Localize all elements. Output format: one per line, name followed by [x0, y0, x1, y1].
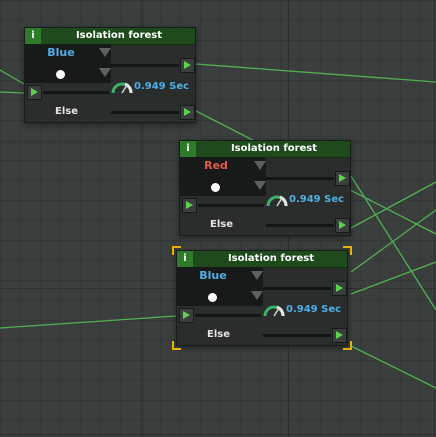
gauge-icon	[263, 305, 285, 317]
selection-corner	[343, 246, 352, 255]
else-track	[111, 111, 179, 114]
output-track	[111, 64, 179, 67]
choice-label: Red	[204, 159, 228, 172]
node-header[interactable]: i Isolation forest	[177, 251, 347, 268]
selection-corner	[172, 341, 181, 350]
isolation-forest-node-selected[interactable]: i Isolation forest Blue 0.949 Sec Else	[172, 246, 352, 350]
wire	[195, 63, 436, 83]
node-title: Isolation forest	[227, 253, 315, 264]
choice-dropdown[interactable]: Blue	[25, 44, 111, 83]
input-port-arrow-icon[interactable]	[27, 85, 42, 100]
selection-corner	[172, 246, 181, 255]
info-icon[interactable]: i	[25, 28, 41, 44]
execution-time: 0.949 Sec	[286, 304, 342, 315]
dropdown-arrow-icon[interactable]	[251, 271, 263, 280]
else-port-arrow-icon[interactable]	[180, 105, 195, 120]
wire	[0, 91, 25, 94]
node-header[interactable]: i Isolation forest	[180, 141, 350, 158]
wire	[350, 345, 436, 389]
dropdown-arrow-icon[interactable]	[254, 161, 266, 170]
else-track	[263, 334, 331, 337]
else-label: Else	[210, 219, 233, 230]
dot-icon	[208, 293, 217, 302]
dot-icon	[56, 70, 65, 79]
execution-time: 0.949 Sec	[289, 194, 345, 205]
wire	[0, 69, 25, 85]
input-port-arrow-icon[interactable]	[179, 308, 194, 323]
else-label: Else	[207, 329, 230, 340]
gauge-icon	[111, 82, 133, 94]
isolation-forest-node[interactable]: i Isolation forest Red 0.949 Sec Else	[179, 140, 351, 236]
input-track	[198, 204, 264, 207]
dropdown-arrow-icon[interactable]	[254, 181, 266, 190]
dropdown-arrow-icon[interactable]	[99, 48, 111, 57]
dropdown-arrow-icon[interactable]	[99, 68, 111, 77]
choice-label: Blue	[47, 46, 75, 59]
else-track	[266, 224, 334, 227]
else-port-arrow-icon[interactable]	[335, 218, 350, 233]
else-port-arrow-icon[interactable]	[332, 328, 347, 343]
wire	[0, 315, 177, 329]
input-track	[43, 91, 109, 94]
input-port-arrow-icon[interactable]	[182, 198, 197, 213]
wire	[350, 175, 436, 311]
gauge-icon	[266, 195, 288, 207]
choice-dropdown[interactable]: Red	[180, 157, 266, 196]
output-track	[263, 287, 331, 290]
execution-time: 0.949 Sec	[134, 81, 190, 92]
choice-label: Blue	[199, 269, 227, 282]
node-header[interactable]: i Isolation forest	[25, 28, 195, 45]
output-port-arrow-icon[interactable]	[180, 58, 195, 73]
dot-icon	[211, 183, 220, 192]
wire	[350, 261, 436, 295]
dropdown-arrow-icon[interactable]	[251, 291, 263, 300]
info-icon[interactable]: i	[177, 251, 193, 267]
else-label: Else	[55, 106, 78, 117]
info-icon[interactable]: i	[180, 141, 196, 157]
wire	[350, 209, 436, 273]
node-title: Isolation forest	[75, 30, 163, 41]
selection-corner	[343, 341, 352, 350]
choice-dropdown[interactable]: Blue	[177, 267, 263, 306]
output-port-arrow-icon[interactable]	[332, 281, 347, 296]
output-track	[266, 177, 334, 180]
isolation-forest-node[interactable]: i Isolation forest Blue 0.949 Sec Else	[24, 27, 196, 123]
input-track	[195, 314, 261, 317]
wire	[350, 181, 436, 229]
node-title: Isolation forest	[230, 143, 318, 154]
output-port-arrow-icon[interactable]	[335, 171, 350, 186]
